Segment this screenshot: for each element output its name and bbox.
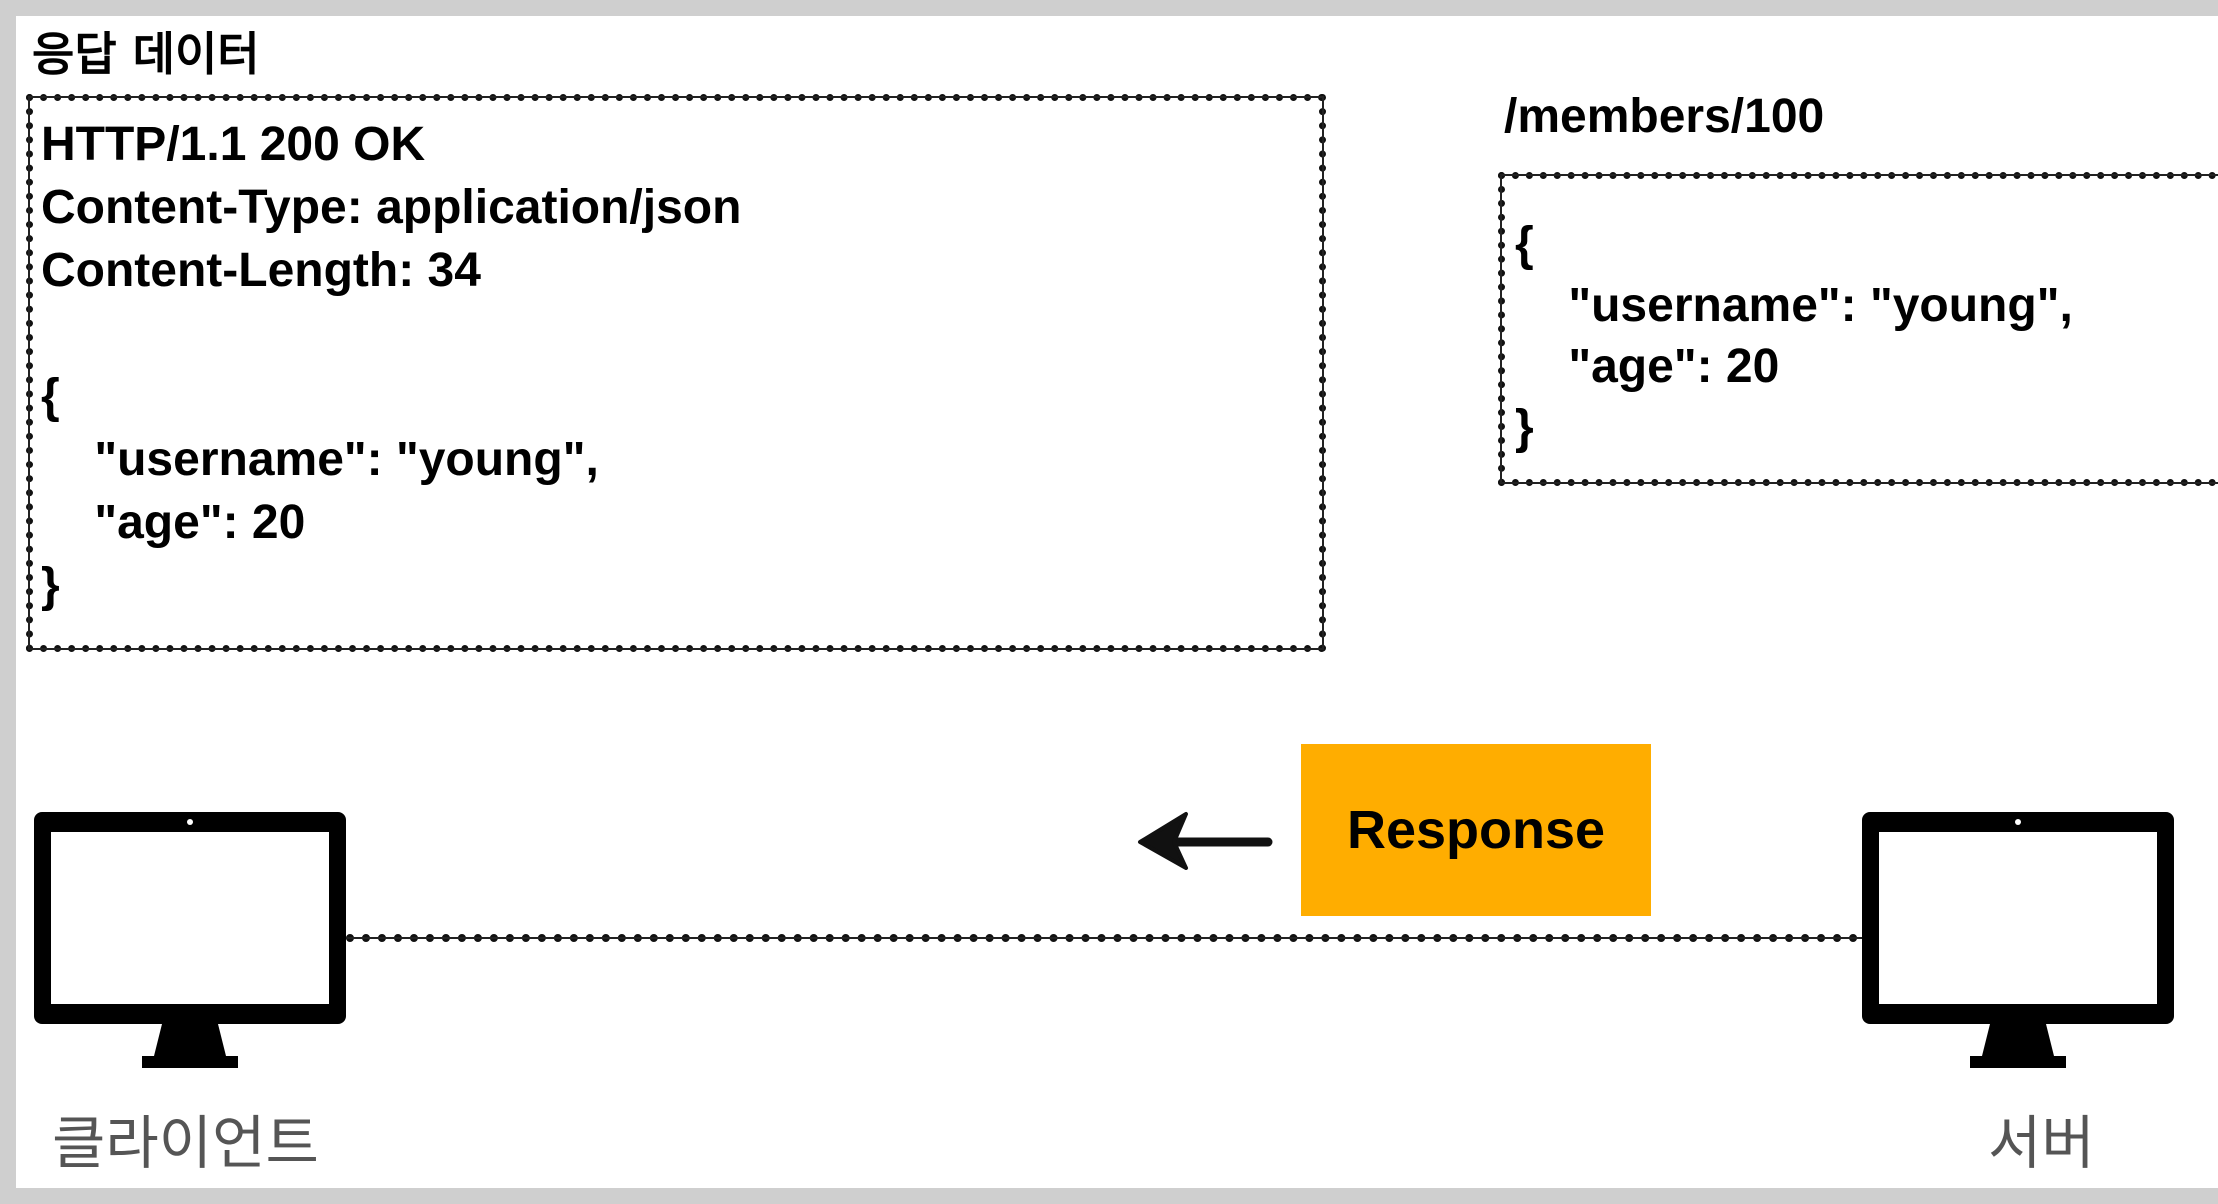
content-length-header: Content-Length: 34: [41, 244, 481, 297]
body-age-line: "age": 20: [41, 496, 306, 549]
resource-age-line: "age": 20: [1515, 340, 1780, 393]
resource-close-brace: }: [1515, 401, 1534, 454]
response-message-box: Response: [1301, 744, 1651, 916]
resource-box: { "username": "young", "age": 20 }: [1498, 172, 2218, 486]
body-close-brace: }: [41, 559, 60, 612]
http-response-box: HTTP/1.1 200 OK Content-Type: applicatio…: [26, 94, 1326, 652]
connection-line-core: [346, 937, 1874, 939]
resource-path-label: /members/100: [1504, 90, 1825, 143]
content-type-header: Content-Type: application/json: [41, 181, 742, 234]
resource-open-brace: {: [1515, 218, 1534, 271]
client-monitor-icon: [34, 812, 346, 1068]
diagram-title: 응답 데이터: [32, 27, 260, 81]
arrow-left-icon: [1138, 812, 1273, 870]
body-username-line: "username": "young",: [41, 433, 599, 486]
response-label: Response: [1346, 800, 1606, 860]
server-label: 서버: [1988, 1109, 2095, 1177]
client-label: 클라이언트: [52, 1109, 319, 1177]
status-line: HTTP/1.1 200 OK: [41, 118, 426, 171]
server-monitor-icon: [1862, 812, 2174, 1068]
diagram-canvas: 응답 데이터 HTTP/1.1 200 OK Content-Type: app…: [16, 16, 2218, 1188]
body-open-brace: {: [41, 370, 60, 423]
resource-username-line: "username": "young",: [1515, 279, 2073, 332]
